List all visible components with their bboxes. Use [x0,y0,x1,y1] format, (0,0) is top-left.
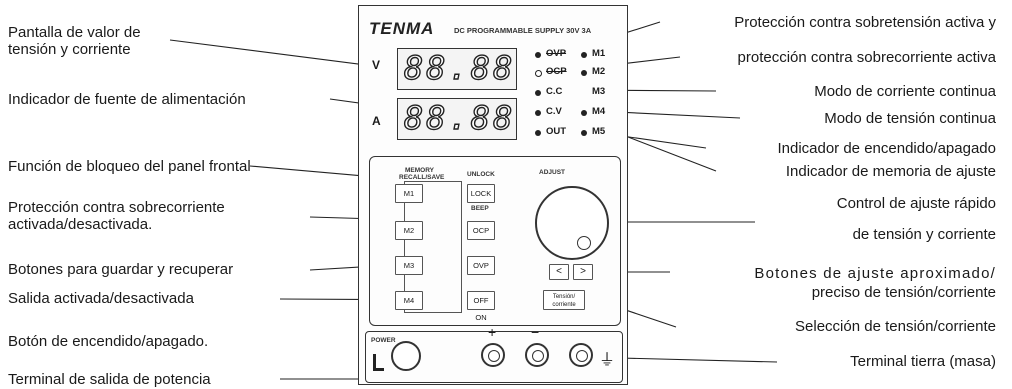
voltage-letter: V [372,58,381,72]
memory-title: MEMORY [405,167,435,174]
positive-terminal[interactable] [481,343,505,367]
arrow-left-button[interactable]: < [549,264,569,280]
label-onoff-indicator: Indicador de encendido/apagado [777,140,996,157]
power-supply-front-panel: TENMA DC PROGRAMMABLE SUPPLY 30V 3A V 88… [358,5,628,385]
label-save-recall: Botones para guardar y recuperar [8,261,234,278]
power-switch-icon [373,354,384,371]
cc-text: C.C [546,86,563,97]
label-power-button: Botón de encendido/apagado. [8,333,209,350]
terminal-inner [532,350,544,362]
voltage-display: 88.88 [397,48,517,90]
knob-grip-icon [577,236,591,250]
label-output-terminal: Terminal de salida de potencia [8,371,211,388]
label-ground-terminal: Terminal tierra (masa) [850,353,996,370]
adjust-text: ADJUST [539,169,566,176]
tension-current-button[interactable]: Tensión/ corriente [543,290,585,310]
m2-led [581,70,587,76]
label-ovp-1: Protección contra sobretensión activa y [734,14,996,31]
m1-led [581,52,587,58]
ground-icon: ⏚ [599,352,616,369]
m4-button[interactable]: M4 [395,291,423,310]
output-button[interactable]: OFF ON [467,291,495,322]
ovp-led [535,52,541,58]
brand-logo: TENMA [369,19,435,38]
plus-sign: + [488,324,497,340]
current-letter: A [372,114,381,128]
terminal-inner [576,350,588,362]
power-text: POWER [371,337,396,344]
label-quick-adjust-2: de tensión y corriente [852,226,996,243]
label-coarse-fine-2: preciso de tensión/corriente [811,284,996,301]
voltage-digits: 88.88 [403,48,516,87]
m2-led-text: M2 [592,66,606,77]
label-front-lock: Función de bloqueo del panel frontal [8,158,251,175]
label-ocp-2: activada/desactivada. [8,216,153,233]
m1-led-text: M1 [592,48,606,59]
model-text: DC PROGRAMMABLE SUPPLY 30V 3A [454,26,592,35]
label-display-1: Pantalla de valor de [8,24,141,41]
m3-led-text: M3 [592,86,606,97]
label-coarse-fine-1: Botones de ajuste aproximado/ [754,265,996,282]
m2-button[interactable]: M2 [395,221,423,240]
memory-sub: RECALL/SAVE [399,174,445,181]
label-cv-mode: Modo de tensión continua [824,110,996,127]
cv-led [535,110,541,116]
power-button[interactable] [391,341,421,371]
arrow-right-button[interactable]: > [573,264,593,280]
control-area [369,156,621,326]
tension-btn-line1: Tensión/ [552,294,576,300]
ocp-led [535,70,542,77]
label-cc-mode: Modo de corriente continua [814,83,996,100]
m4-led [581,110,587,116]
m1-button[interactable]: M1 [395,184,423,203]
label-ocp-1: Protección contra sobrecorriente [8,199,225,216]
label-display-2: tensión y corriente [8,41,131,58]
negative-terminal[interactable] [525,343,549,367]
m4-led-text: M4 [592,106,606,117]
terminal-inner [488,350,500,362]
unlock-text: UNLOCK [467,171,495,178]
tension-btn-line2: corriente [552,302,576,308]
m5-led-text: M5 [592,126,606,137]
terminal-strip [365,331,623,383]
label-ovp-2: protección contra sobrecorriente activa [737,49,996,66]
label-memory-indicator: Indicador de memoria de ajuste [785,163,996,180]
label-quick-adjust-1: Control de ajuste rápido [836,195,996,212]
beep-text: BEEP [471,205,489,212]
adjust-knob[interactable] [535,186,609,260]
out-led [535,130,541,136]
ocp-text: OCP [546,66,567,77]
ovp-text: OVP [546,48,567,59]
ovp-button[interactable]: OVP [467,256,495,275]
lock-button[interactable]: LOCK [467,184,495,203]
minus-sign: − [531,324,540,340]
current-digits: 88.88 [403,98,516,137]
cc-led [535,90,541,96]
ground-terminal[interactable] [569,343,593,367]
ocp-button[interactable]: OCP [467,221,495,240]
label-output-onoff: Salida activada/desactivada [8,290,194,307]
label-vc-select: Selección de tensión/corriente [795,318,996,335]
cv-text: C.V [546,106,562,117]
label-power-indicator: Indicador de fuente de alimentación [8,91,246,108]
m5-led [581,130,587,136]
current-display: 88.88 [397,98,517,140]
memory-bracket [404,181,462,313]
m3-button[interactable]: M3 [395,256,423,275]
out-text: OUT [546,126,567,137]
